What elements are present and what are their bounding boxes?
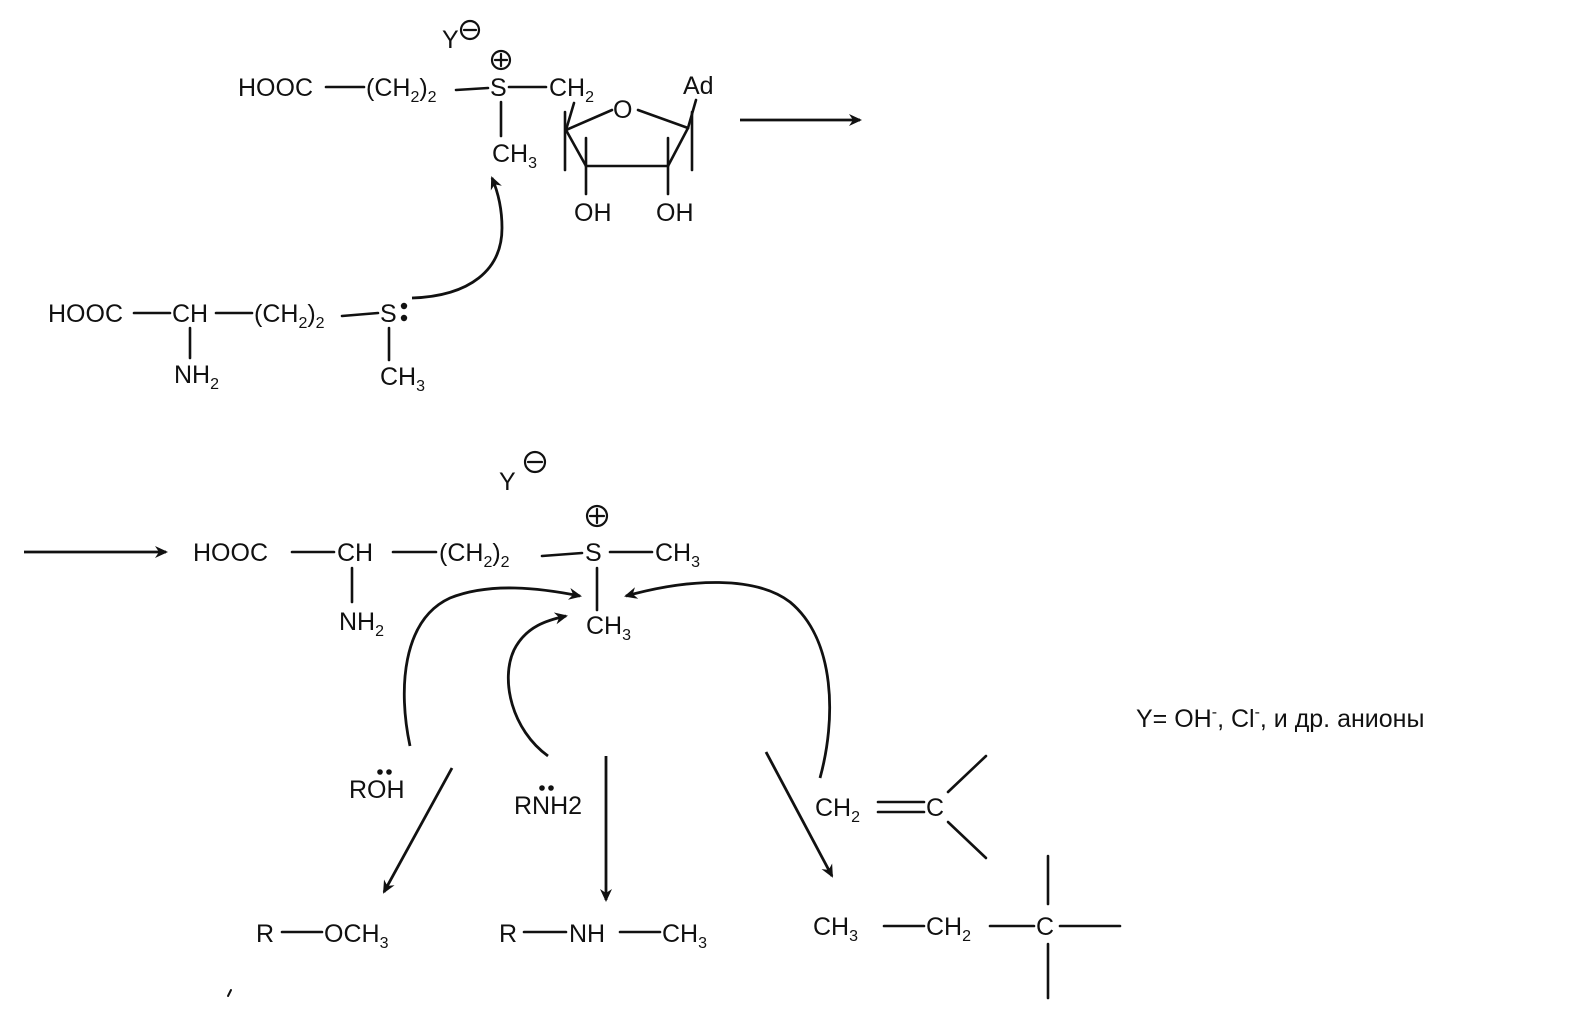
met-lone-pair-dot [400,302,408,310]
nuc-roh: ROH [349,776,405,804]
product-anion-y: Y [499,468,516,496]
sam-ch3: CH3 [492,140,537,172]
result-ether: R OCH3 [256,920,389,952]
result-alkyl: CH3 CH2 C [813,854,1122,1000]
prod-s-plus-icon [585,504,609,528]
ribose-ring [563,98,698,196]
roh-lone-pair-dot [386,769,392,775]
curved-arrow-alkene-attack [624,581,831,779]
anion-legend: Y= OH-, Cl-, и др. анионы [1136,704,1424,733]
ribose-oh-2: OH [656,199,694,227]
prod-sulfur: S [585,539,602,567]
curved-arrow-roh-attack [402,586,582,747]
prod-hooc: HOOC [193,539,268,567]
met-lone-pair-dot [400,314,408,322]
alkene-bond-down [946,820,988,860]
met-sulfur: S [380,300,397,328]
amine-ch3: CH3 [662,920,707,952]
alkene-bond-up [946,754,988,794]
result-amine: R NH CH3 [499,920,707,952]
product-anion-charge-icon [523,450,547,474]
roh-lone-pair-dot [377,769,383,775]
curved-arrow-met-attack [411,176,504,300]
prod-ch3-right: CH3 [655,539,700,571]
alkyl-c: C [1036,913,1054,941]
amine-r: R [499,920,517,948]
sam-ch2: CH2 [549,74,594,106]
nuc-alkene-ch2: CH2 [815,794,860,826]
nucleophile-rnh2: RNH2 [514,785,582,820]
amine-nh: NH [569,920,605,948]
adenine-label: Ad [683,72,714,100]
sam-bond-2 [454,86,490,92]
nuc-rnh2: RNH2 [514,792,582,820]
met-ch3: CH3 [380,363,425,395]
ether-r: R [256,920,274,948]
met-ch: CH [172,300,208,328]
methionine-structure: HOOC CH (CH2)2 S NH2 CH3 [48,300,425,395]
nucleophile-alkene: CH2 C [815,754,988,860]
ribose-oxygen: O [613,96,632,124]
rnh2-lone-pair-dot [548,785,554,791]
arrow-to-alkyl [764,751,834,878]
nuc-alkene-c: C [926,794,944,822]
sam-structure: Y HOOC (CH2)2 S CH2 CH3 [238,19,714,227]
rnh2-lone-pair-dot [539,785,545,791]
prod-bond-3 [540,551,584,558]
met-nh2: NH2 [174,361,219,393]
alkyl-ch3: CH3 [813,913,858,945]
sam-anion-y: Y [442,26,459,54]
nucleophile-roh: ROH [349,769,405,804]
met-ch2n: (CH2)2 [254,300,325,332]
sam-anion-charge-icon [459,19,481,41]
prod-ch: CH [337,539,373,567]
prod-ch2n: (CH2)2 [439,539,510,571]
prod-ch3-down: CH3 [586,612,631,644]
alkyl-ch2: CH2 [926,913,971,945]
ether-och3: OCH3 [324,920,389,952]
met-bond-3 [340,311,380,318]
sam-hooc: HOOC [238,74,313,102]
sam-s-plus-icon [490,49,512,71]
product-structure: HOOC CH (CH2)2 S CH3 CH3 NH2 [193,504,700,644]
met-hooc: HOOC [48,300,123,328]
arrow-to-ether [382,767,454,894]
stray-mark [227,989,232,997]
sam-sulfur: S [490,74,507,102]
prod-nh2: NH2 [339,608,384,640]
curved-arrow-rnh2-attack [506,612,568,758]
ribose-oh-1: OH [574,199,612,227]
sam-ch2n: (CH2)2 [366,74,437,106]
